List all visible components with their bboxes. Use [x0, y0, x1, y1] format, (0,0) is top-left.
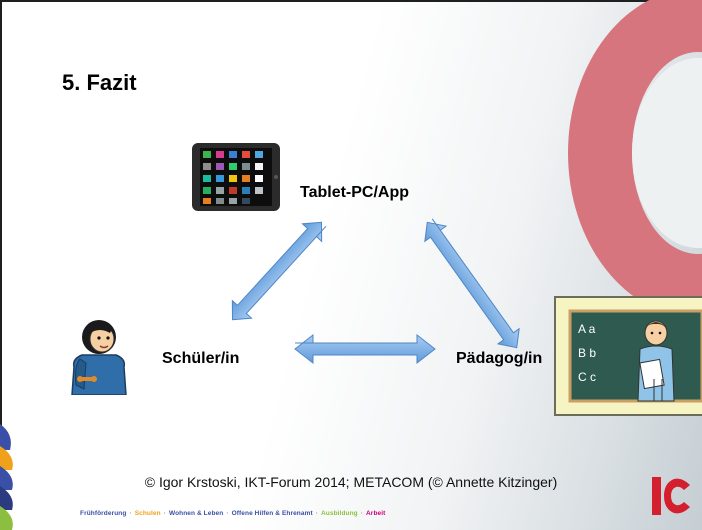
tagline-segment: ·: [129, 510, 132, 517]
arrow-tablet-teacher: [424, 218, 520, 349]
teacher-label: Pädagog/in: [456, 350, 543, 367]
tagline-segment: ·: [163, 510, 166, 517]
decorative-stripes: [0, 424, 13, 530]
tablet-label: Tablet-PC/App: [300, 184, 410, 201]
svg-text:A a: A a: [578, 322, 596, 336]
svg-text:B b: B b: [578, 346, 596, 360]
tagline-segment: Wohnen & Leben: [168, 510, 224, 517]
arrow-tablet-student: [231, 221, 327, 321]
left-border: [0, 0, 2, 470]
student-label: Schüler/in: [162, 350, 240, 367]
tagline-segment: Frühförderung: [80, 510, 127, 517]
top-border: [0, 0, 702, 2]
tagline-segment: Arbeit: [366, 510, 386, 517]
tagline-segment: Schulen: [134, 510, 161, 517]
logo-icon: [652, 477, 690, 515]
tagline: Frühförderung·Schulen·Wohnen & Leben·Off…: [80, 510, 388, 517]
tagline-segment: ·: [315, 510, 318, 517]
tagline-segment: Offene Hilfen & Ehrenamt: [231, 510, 313, 517]
arrow-student-teacher: [294, 333, 436, 365]
svg-text:C c: C c: [578, 370, 596, 384]
student-icon: [71, 320, 127, 395]
tagline-segment: ·: [226, 510, 229, 517]
copyright-footer: © Igor Krstoski, IKT-Forum 2014; METACOM…: [144, 474, 558, 490]
tablet-icon: [192, 143, 280, 211]
tagline-segment: ·: [360, 510, 364, 517]
teacher-icon: A a B b C c: [568, 309, 702, 403]
slide-title: 5. Fazit: [62, 70, 137, 95]
tagline-segment: Ausbildung: [321, 510, 358, 517]
